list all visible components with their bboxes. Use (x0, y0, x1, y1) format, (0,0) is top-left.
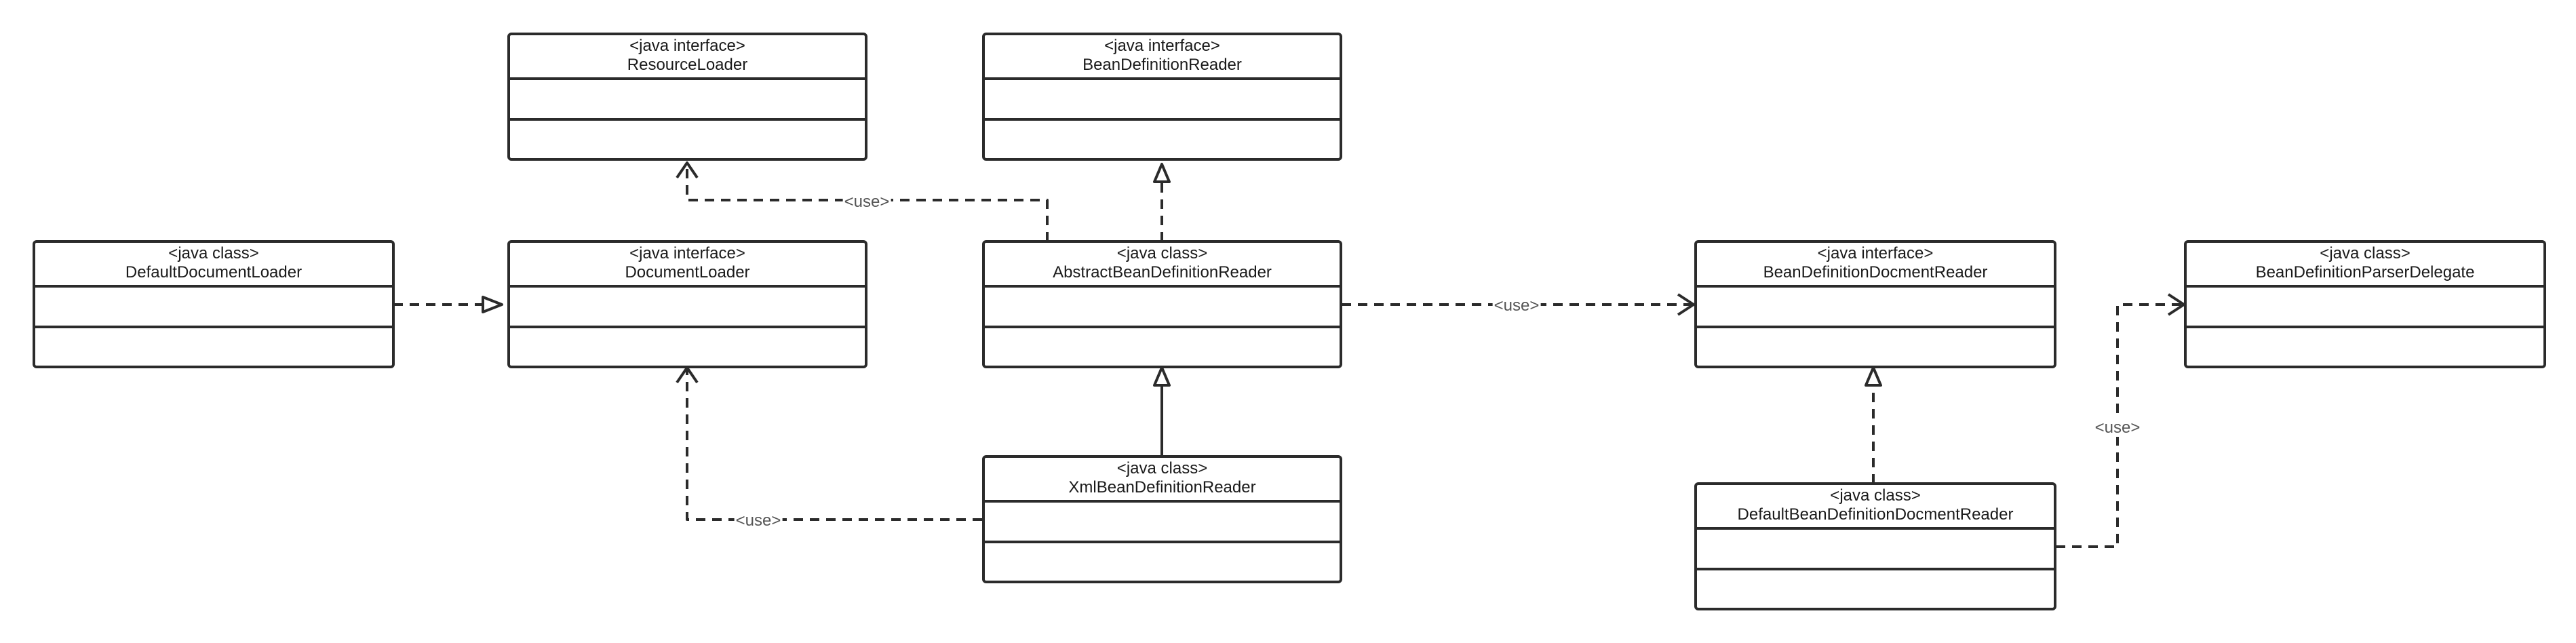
attributes-divider (985, 77, 1340, 80)
methods-divider (510, 118, 865, 121)
methods-divider (510, 326, 865, 328)
arrowhead-hollow-triangle-icon (1153, 366, 1171, 387)
attributes-divider (1697, 285, 2054, 288)
stereotype-label: <java class> (1116, 459, 1208, 478)
class-box-bean-definition-docment-reader[interactable]: <java interface> BeanDefinitionDocmentRe… (1694, 240, 2056, 368)
attributes-divider (1697, 527, 2054, 530)
class-name: DocumentLoader (625, 263, 750, 281)
stereotype-label: <java class> (1830, 486, 1921, 505)
class-box-xml-bean-definition-reader[interactable]: <java class> XmlBeanDefinitionReader (982, 455, 1342, 583)
attributes-divider (510, 285, 865, 288)
class-box-default-bean-definition-docment-reader[interactable]: <java class> DefaultBeanDefinitionDocmen… (1694, 482, 2056, 610)
class-name: BeanDefinitionParserDelegate (2255, 263, 2475, 281)
edge-label-use: <use> (2093, 418, 2142, 437)
class-name: AbstractBeanDefinitionReader (1053, 263, 1272, 281)
class-name: BeanDefinitionDocmentReader (1763, 263, 1988, 281)
stereotype-label: <java interface> (629, 37, 745, 55)
arrowhead-open-icon (1677, 293, 1695, 316)
class-name: XmlBeanDefinitionReader (1068, 478, 1256, 496)
edge-label-use: <use> (842, 193, 891, 211)
attributes-divider (985, 285, 1340, 288)
arrowhead-open-icon (676, 161, 699, 179)
arrowhead-hollow-triangle-icon (1865, 366, 1882, 387)
class-name: DefaultBeanDefinitionDocmentReader (1737, 505, 2014, 524)
arrowhead-hollow-triangle-icon (482, 296, 503, 313)
edge-xml-uses-document-loader (686, 369, 982, 521)
stereotype-label: <java class> (168, 244, 259, 262)
methods-divider (985, 326, 1340, 328)
attributes-divider (2187, 285, 2543, 288)
methods-divider (985, 541, 1340, 543)
methods-divider (2187, 326, 2543, 328)
class-name: ResourceLoader (627, 56, 748, 74)
edge-label-use: <use> (734, 511, 783, 530)
attributes-divider (510, 77, 865, 80)
class-name: DefaultDocumentLoader (125, 263, 303, 281)
methods-divider (1697, 568, 2054, 570)
stereotype-label: <java class> (2320, 244, 2411, 262)
stereotype-label: <java class> (1116, 244, 1208, 262)
class-box-document-loader[interactable]: <java interface> DocumentLoader (507, 240, 867, 368)
edge-abstract-uses-resource-loader (686, 164, 1049, 241)
class-box-abstract-bean-definition-reader[interactable]: <java class> AbstractBeanDefinitionReade… (982, 240, 1342, 368)
methods-divider (985, 118, 1340, 121)
class-box-default-document-loader[interactable]: <java class> DefaultDocumentLoader (33, 240, 395, 368)
attributes-divider (35, 285, 392, 288)
stereotype-label: <java interface> (629, 244, 745, 262)
attributes-divider (985, 500, 1340, 503)
class-box-bean-definition-reader[interactable]: <java interface> BeanDefinitionReader (982, 33, 1342, 161)
methods-divider (35, 326, 392, 328)
class-box-bean-definition-parser-delegate[interactable]: <java class> BeanDefinitionParserDelegat… (2184, 240, 2546, 368)
edge-label-use: <use> (1492, 296, 1541, 315)
arrowhead-hollow-triangle-icon (1153, 163, 1171, 183)
class-name: BeanDefinitionReader (1082, 56, 1242, 74)
stereotype-label: <java interface> (1104, 37, 1220, 55)
class-box-resource-loader[interactable]: <java interface> ResourceLoader (507, 33, 867, 161)
stereotype-label: <java interface> (1817, 244, 1934, 262)
methods-divider (1697, 326, 2054, 328)
